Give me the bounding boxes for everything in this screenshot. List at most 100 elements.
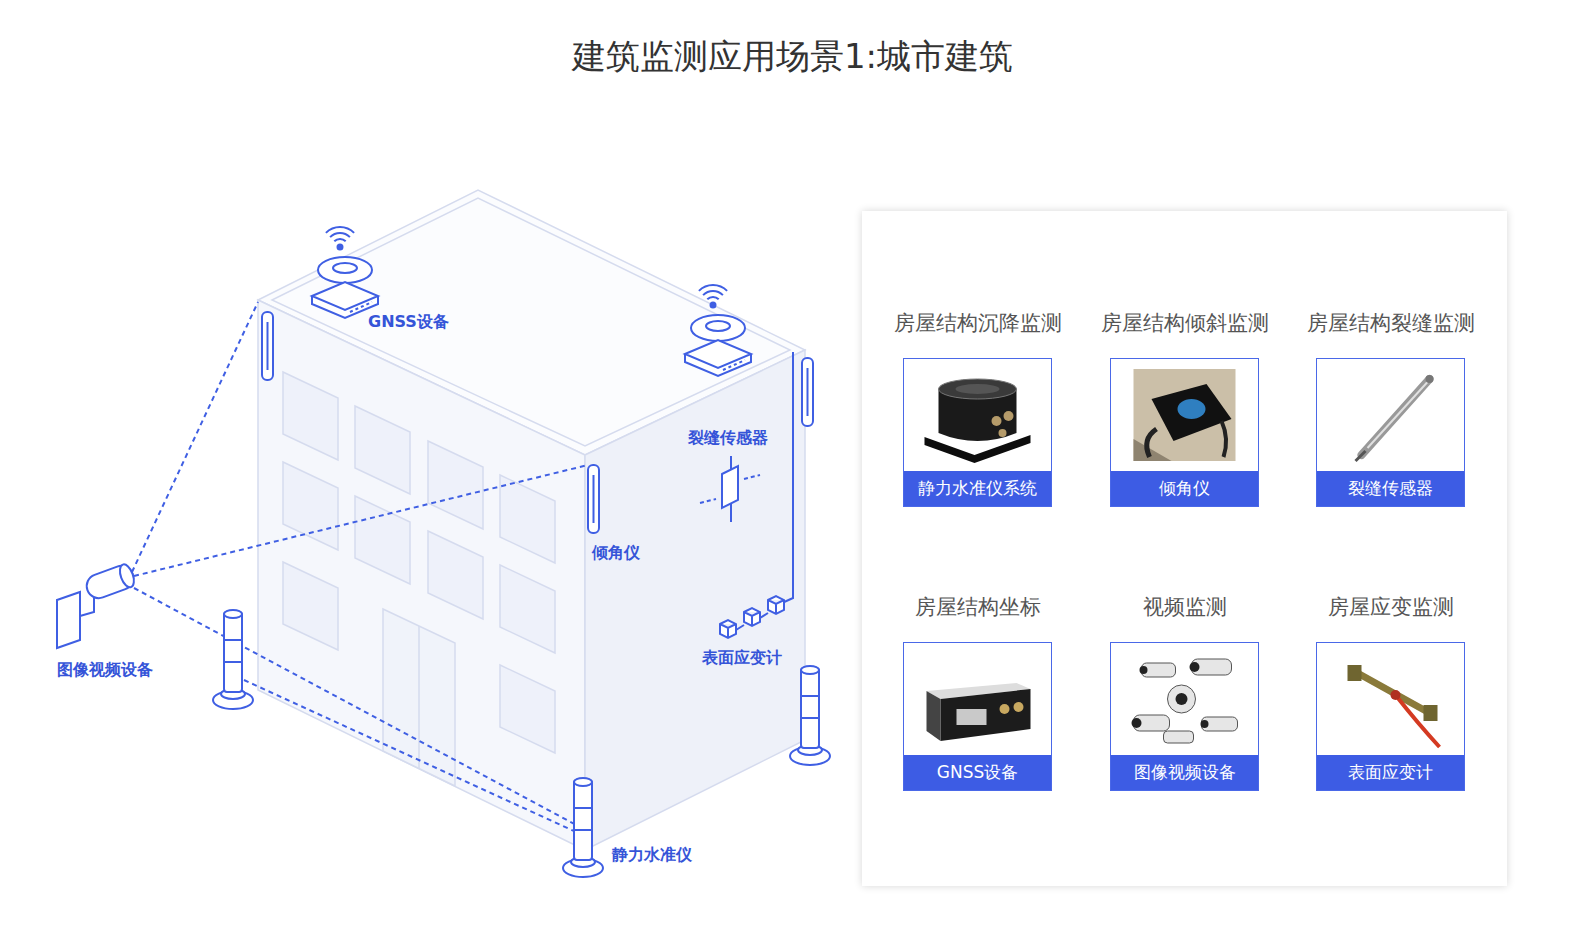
static-level-part	[801, 696, 819, 718]
dashed-sight-lines-part	[244, 680, 576, 832]
product-picture	[1317, 643, 1464, 755]
product-frame: GNSS设备	[903, 642, 1052, 791]
product-picture-part	[939, 379, 1017, 399]
product-picture-part	[1348, 665, 1362, 681]
product-picture-part	[1356, 451, 1366, 461]
product-frame: 表面应变计	[1316, 642, 1465, 791]
tilt-meter-part	[807, 368, 809, 416]
crack-sensor-part	[722, 466, 738, 508]
dashed-sight-lines-part	[134, 465, 588, 576]
dashed-sight-lines-part	[132, 302, 258, 572]
surface-strain-gauge-part	[782, 352, 793, 603]
card-heading: 视频监测	[1085, 592, 1285, 622]
video-camera-part	[80, 596, 94, 616]
windows-part	[500, 665, 555, 753]
surface-strain-gauge-part	[768, 596, 784, 614]
video-camera-part	[57, 592, 80, 648]
product-picture-part	[1004, 411, 1014, 421]
product-picture-part	[1147, 429, 1157, 457]
product-name-bar: GNSS设备	[904, 755, 1051, 790]
product-picture-part	[956, 384, 1000, 394]
tilt-meter	[262, 312, 813, 533]
product-picture-part	[927, 691, 941, 741]
left-face	[258, 300, 585, 850]
gnss-device-part	[707, 297, 718, 299]
device-card: 视频监测图像视频设备	[1085, 592, 1285, 792]
crack-sensor	[700, 456, 760, 522]
windows-part	[355, 496, 410, 584]
product-picture-part	[1368, 382, 1428, 448]
gnss-device-part	[312, 282, 378, 310]
product-name-bar: 倾角仪	[1111, 471, 1258, 506]
tilt-meter-part	[267, 322, 269, 370]
gnss-device-part	[338, 245, 343, 250]
gnss-device-part	[703, 291, 723, 295]
door-line	[418, 626, 420, 769]
product-frame: 静力水准仪系统	[903, 358, 1052, 507]
product-picture-part	[1152, 384, 1232, 441]
product-picture	[1111, 643, 1258, 755]
card-heading: 房屋应变监测	[1291, 592, 1491, 622]
static-level-part	[574, 778, 592, 786]
product-picture-part-part	[1176, 693, 1188, 705]
product-picture-part-part	[1168, 685, 1196, 713]
product-picture-part	[1134, 659, 1238, 743]
static-level	[790, 666, 830, 765]
product-name-bar: 静力水准仪系统	[904, 471, 1051, 506]
product-picture-part-part	[1190, 662, 1200, 672]
product-frame: 裂缝传感器	[1316, 358, 1465, 507]
gnss-device	[312, 227, 378, 318]
product-picture-part	[992, 416, 1002, 426]
device-label: 表面应变计	[702, 648, 782, 668]
gnss-device-part	[691, 315, 745, 341]
video-camera-part-part	[117, 563, 136, 590]
product-picture-part-part	[1201, 720, 1209, 728]
gnss-device-part	[334, 239, 345, 241]
static-level-part	[224, 640, 242, 662]
product-picture-part	[1000, 704, 1010, 714]
product-picture-part	[1362, 379, 1430, 455]
product-frame: 倾角仪	[1110, 358, 1259, 507]
static-level-part	[574, 808, 592, 830]
product-picture-part	[1132, 662, 1209, 728]
gnss-device-part	[711, 303, 716, 308]
windows-part	[428, 531, 483, 619]
windows-part	[283, 562, 338, 650]
gnss-device-part	[723, 360, 745, 370]
right-face	[585, 350, 805, 850]
gnss-device-part	[330, 233, 350, 237]
tilt-meter-part	[593, 475, 595, 523]
product-picture-part	[957, 709, 987, 725]
surface-strain-gauge	[720, 352, 793, 638]
product-picture-part	[1358, 673, 1430, 713]
windows-part	[355, 406, 410, 494]
windows-part	[500, 475, 555, 563]
product-picture-part	[1424, 705, 1438, 721]
product-picture	[1111, 359, 1258, 471]
device-card: 房屋应变监测表面应变计	[1291, 592, 1491, 792]
product-picture-part	[1014, 702, 1024, 712]
product-picture-part	[1178, 399, 1206, 419]
device-card: 房屋结构沉降监测静力水准仪系统	[878, 308, 1078, 508]
static-level-part	[224, 610, 242, 618]
gnss-device-part	[350, 302, 372, 312]
product-picture-part-part	[1132, 718, 1142, 728]
gnss-device-part	[333, 263, 357, 273]
crack-sensor-part	[700, 499, 716, 503]
product-name-bar: 裂缝传感器	[1317, 471, 1464, 506]
crack-sensor-part	[744, 475, 760, 479]
video-camera-part-part	[83, 563, 136, 602]
card-heading: 房屋结构倾斜监测	[1085, 308, 1285, 338]
static-level-part	[574, 780, 592, 860]
product-picture-part	[1222, 421, 1227, 457]
card-heading: 房屋结构坐标	[878, 592, 1078, 622]
card-heading: 房屋结构沉降监测	[878, 308, 1078, 338]
static-level-part	[801, 666, 819, 674]
page-title: 建筑监测应用场景1:城市建筑	[0, 36, 1585, 76]
tilt-meter-part	[588, 465, 599, 533]
product-picture-part	[1134, 369, 1236, 461]
windows-part	[500, 565, 555, 653]
product-picture-part	[1426, 375, 1434, 383]
product-picture-part	[1396, 695, 1440, 747]
building	[258, 190, 805, 850]
